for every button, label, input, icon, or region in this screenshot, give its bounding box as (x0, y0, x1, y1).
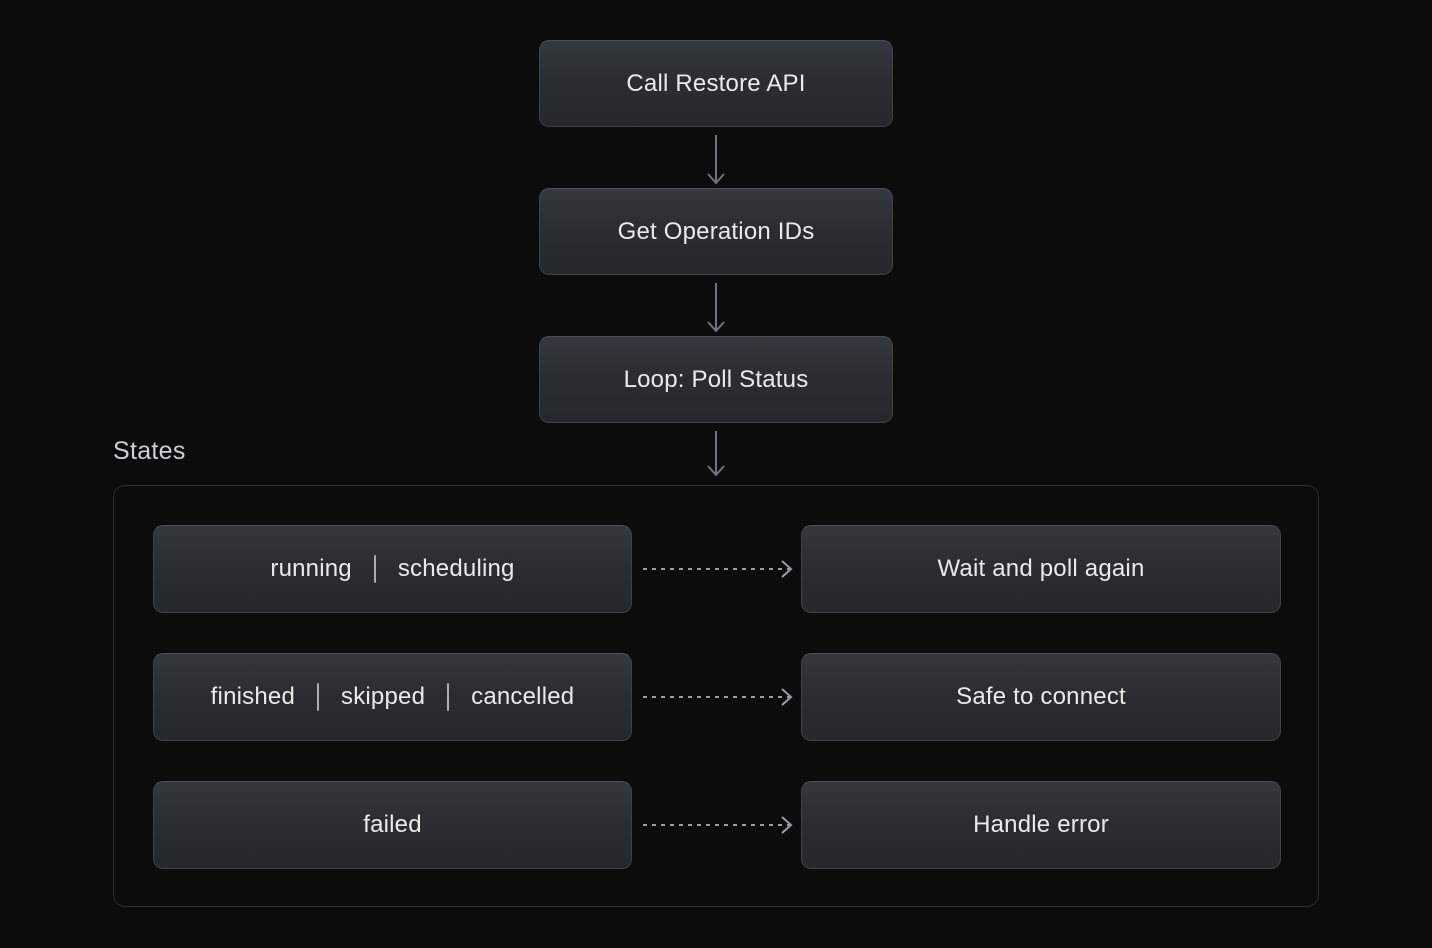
action-label: Wait and poll again (937, 555, 1145, 582)
state-row-failed: failed Handle error (153, 781, 1281, 869)
state-label: finished (210, 683, 295, 710)
states-container: running scheduling Wait and poll again f… (113, 485, 1319, 907)
state-separator (447, 683, 450, 711)
state-label: cancelled (471, 683, 575, 710)
state-row-finished: finished skipped cancelled Safe to conne… (153, 653, 1281, 741)
flow-node-call-restore-api: Call Restore API (539, 40, 893, 127)
action-box-wait-and-poll: Wait and poll again (801, 525, 1281, 613)
action-box-safe-to-connect: Safe to connect (801, 653, 1281, 741)
state-box-failed: failed (153, 781, 632, 869)
flow-node-label: Get Operation IDs (617, 217, 815, 245)
flow-node-get-operation-ids: Get Operation IDs (539, 188, 893, 275)
state-box-finished-skipped-cancelled: finished skipped cancelled (153, 653, 632, 741)
state-separator (317, 683, 319, 711)
flow-node-label: Loop: Poll Status (623, 365, 809, 393)
state-row-running: running scheduling Wait and poll again (153, 525, 1281, 613)
state-label: failed (363, 811, 422, 838)
flow-node-label: Call Restore API (626, 69, 806, 97)
action-label: Handle error (973, 811, 1109, 838)
state-box-running-scheduling: running scheduling (153, 525, 632, 613)
state-label: skipped (341, 683, 426, 710)
down-arrow-icon (702, 282, 730, 334)
action-box-handle-error: Handle error (801, 781, 1281, 869)
down-arrow-icon (702, 430, 730, 482)
dashed-right-arrow-icon (641, 813, 801, 837)
down-arrow-icon (702, 134, 730, 186)
state-separator (373, 555, 376, 583)
state-label: scheduling (397, 555, 515, 582)
action-label: Safe to connect (956, 683, 1126, 710)
flow-node-loop-poll-status: Loop: Poll Status (539, 336, 893, 423)
dashed-right-arrow-icon (641, 685, 801, 709)
dashed-right-arrow-icon (641, 557, 801, 581)
state-label: running (270, 555, 352, 582)
states-section-label: States (113, 437, 186, 465)
